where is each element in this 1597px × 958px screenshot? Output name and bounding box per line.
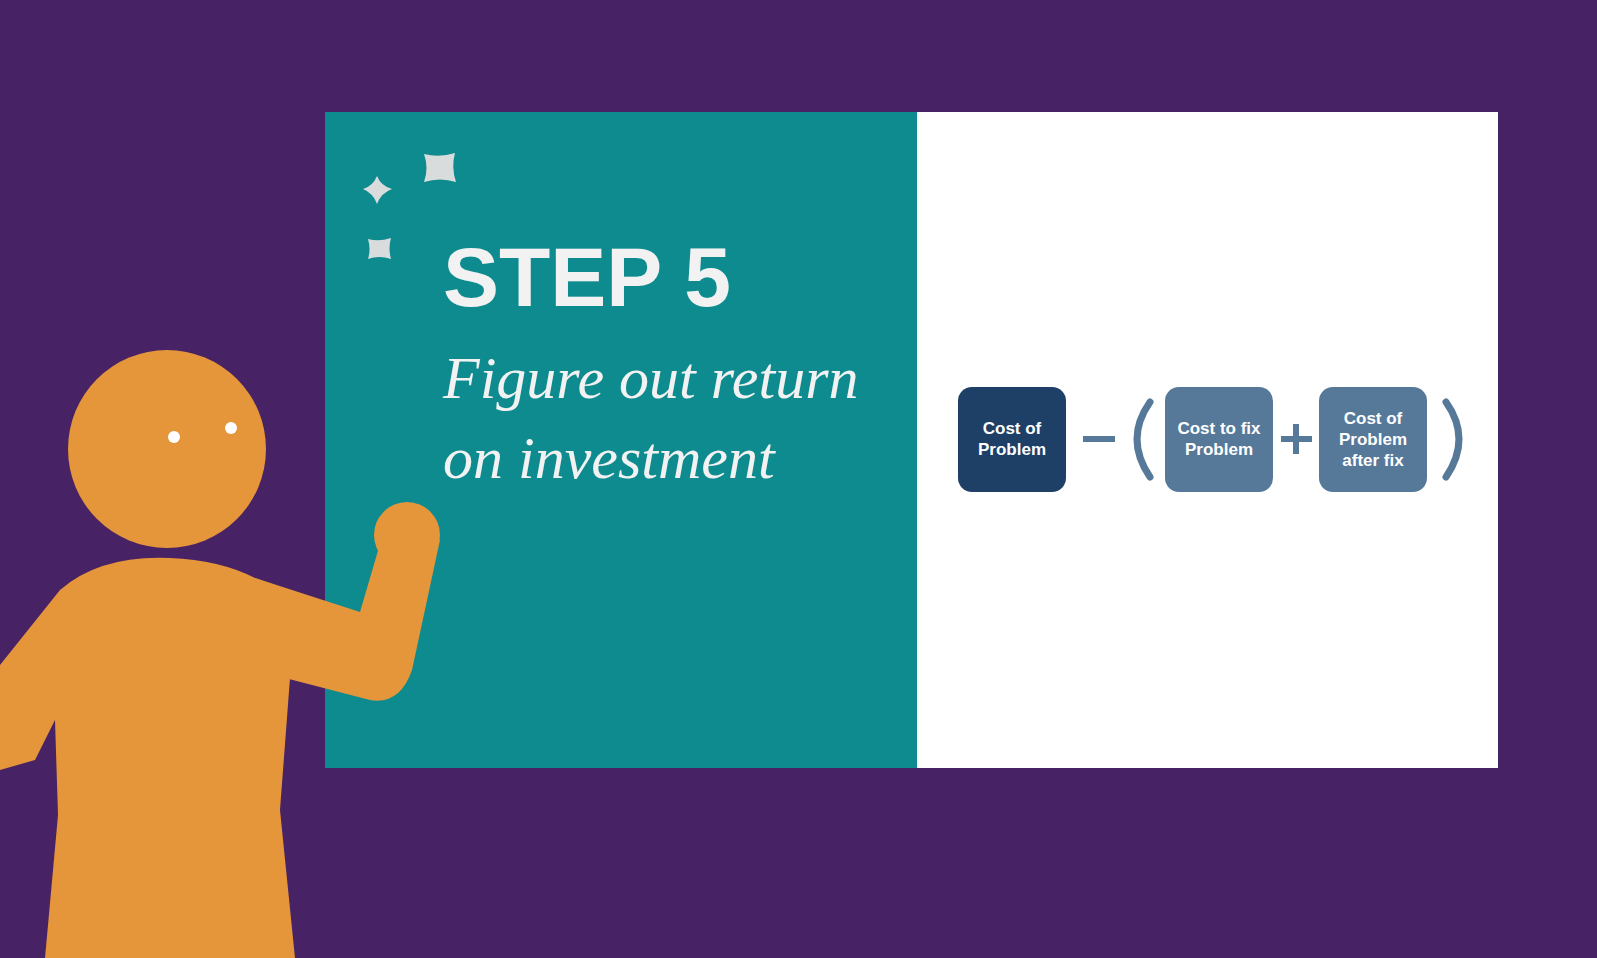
formula-box: Cost of Problem xyxy=(958,387,1066,492)
teal-panel xyxy=(325,112,917,768)
right-bracket xyxy=(1446,402,1459,477)
slide-title: STEP 5 xyxy=(443,232,731,322)
sparkles xyxy=(363,153,456,259)
presenter-figure xyxy=(0,350,440,958)
box-label: Cost of Problem xyxy=(968,418,1056,460)
plus-sign-v xyxy=(1293,424,1299,454)
box-label: Cost to fix Problem xyxy=(1172,418,1266,460)
minus-sign xyxy=(1083,436,1115,442)
eye xyxy=(225,422,237,434)
eye xyxy=(168,431,180,443)
white-panel xyxy=(917,112,1498,768)
formula-box: Cost to fix Problem xyxy=(1165,387,1273,492)
formula-box: Cost of Problem after fix xyxy=(1319,387,1427,492)
box-label: Cost of Problem after fix xyxy=(1333,408,1413,471)
slide-subtitle: Figure out return on investment xyxy=(443,338,863,498)
left-bracket xyxy=(1137,402,1150,477)
